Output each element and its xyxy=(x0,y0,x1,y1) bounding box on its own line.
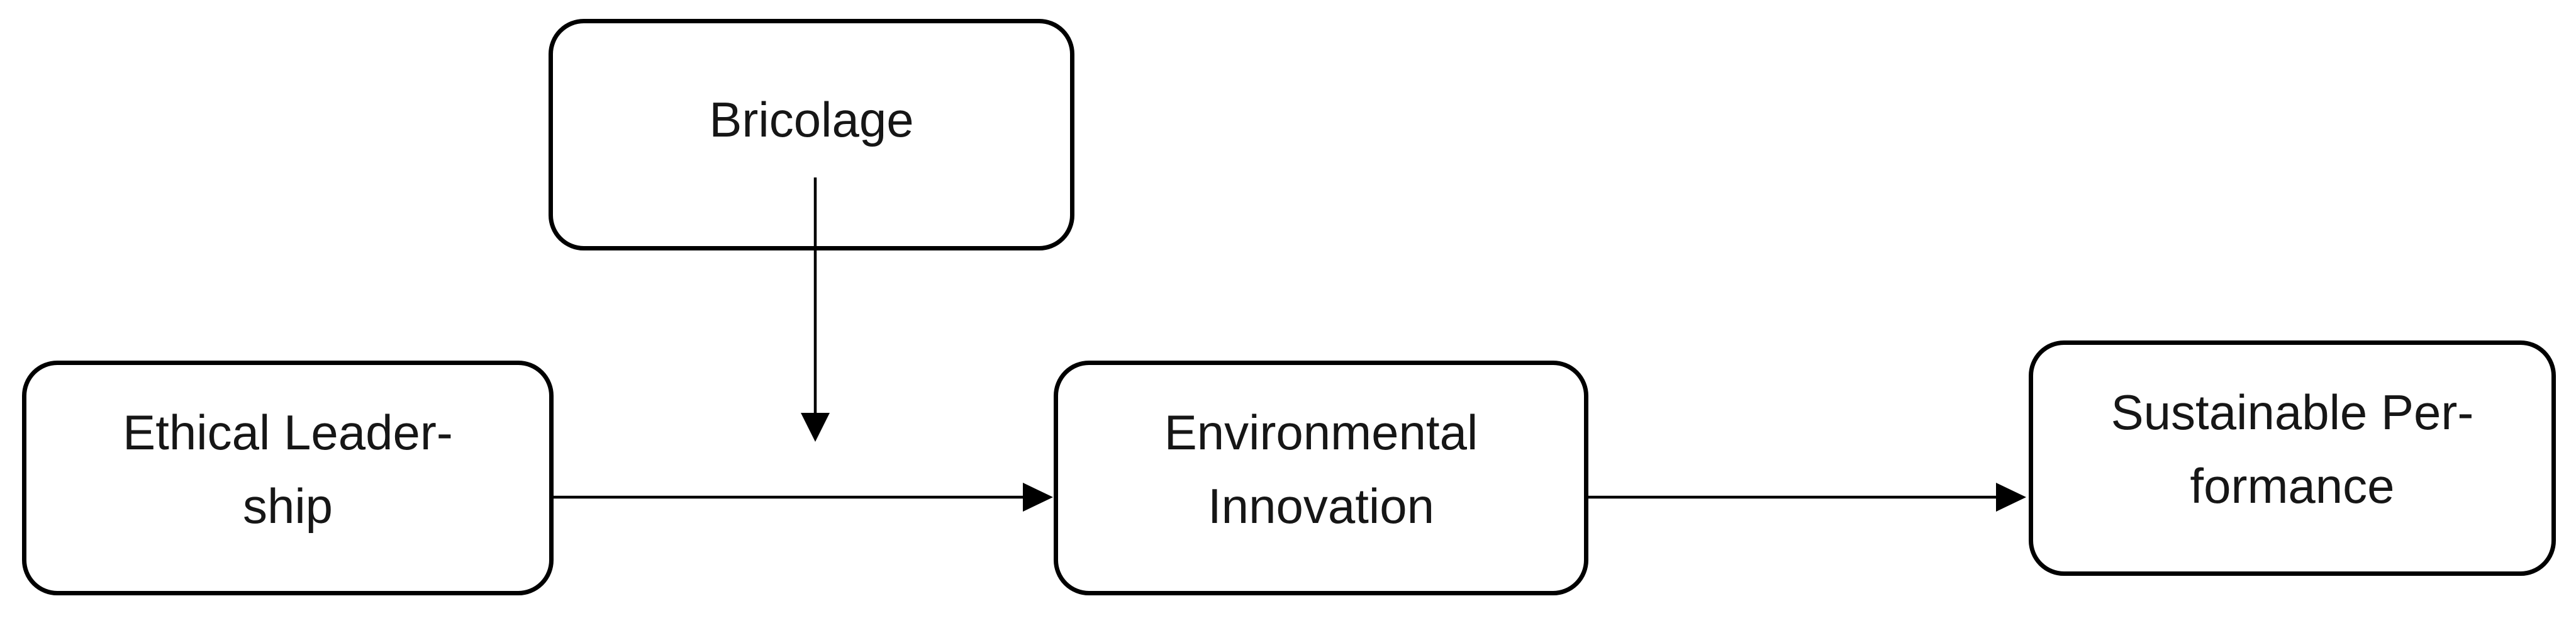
arrowhead-right-icon xyxy=(1996,483,2026,512)
node-label-line: Sustainable Per- xyxy=(2110,385,2474,440)
node-label-line: ship xyxy=(242,478,333,534)
node-label-line: Bricolage xyxy=(709,91,914,147)
node-environmental-innovation: Environmental Innovation xyxy=(1054,361,1588,595)
node-sustainable-performance-label: Sustainable Per- formance xyxy=(2111,376,2474,523)
arrowhead-right-icon xyxy=(1023,483,1053,512)
node-environmental-innovation-label: Environmental Innovation xyxy=(1164,396,1478,543)
node-label-line: Innovation xyxy=(1208,478,1434,534)
node-sustainable-performance: Sustainable Per- formance xyxy=(2029,340,2556,576)
node-label-line: formance xyxy=(2190,458,2395,514)
node-bricolage-label: Bricolage xyxy=(709,83,913,157)
node-label-line: Ethical Leader- xyxy=(123,404,453,460)
node-label-line: Environmental xyxy=(1164,404,1478,460)
node-bricolage: Bricolage xyxy=(549,19,1074,250)
node-ethical-leadership: Ethical Leader- ship xyxy=(22,361,554,595)
arrowhead-down-icon xyxy=(801,413,830,442)
node-ethical-leadership-label: Ethical Leader- ship xyxy=(123,396,453,543)
